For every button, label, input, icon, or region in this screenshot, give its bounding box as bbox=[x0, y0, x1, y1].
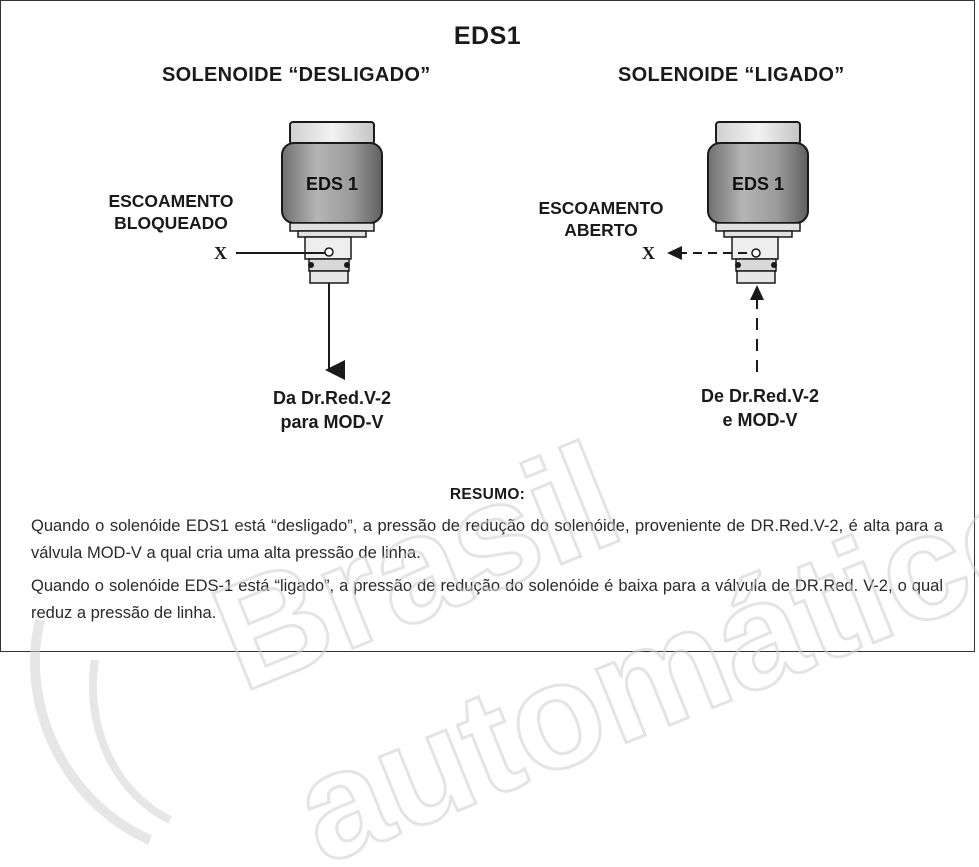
left-port-label: X bbox=[214, 243, 227, 263]
left-solenoid: EDS 1 bbox=[281, 121, 383, 284]
left-callout-line1: ESCOAMENTO bbox=[108, 191, 234, 211]
right-port-label: X bbox=[642, 243, 655, 263]
left-heading: SOLENOIDE “DESLIGADO” bbox=[162, 64, 431, 86]
left-callout-line2: BLOQUEADO bbox=[114, 213, 228, 233]
left-flow-line2: para MOD-V bbox=[280, 412, 384, 432]
right-solenoid: EDS 1 bbox=[707, 121, 809, 284]
left-flow-line1: Da Dr.Red.V-2 bbox=[272, 388, 392, 408]
right-flow-line1: De Dr.Red.V-2 bbox=[700, 386, 820, 406]
summary-paragraph-1: Quando o solenóide EDS1 está “desligado”… bbox=[31, 517, 943, 562]
right-solenoid-label: EDS 1 bbox=[732, 174, 784, 194]
left-solenoid-label: EDS 1 bbox=[306, 174, 358, 194]
left-flow-label: Da Dr.Red.V-2 para MOD-V bbox=[232, 386, 432, 434]
summary-paragraph-2: Quando o solenóide EDS-1 está “ligado”, … bbox=[31, 577, 943, 622]
right-heading: SOLENOIDE “LIGADO” bbox=[618, 64, 845, 86]
right-port-arrowhead bbox=[667, 246, 682, 260]
right-callout-line2: ABERTO bbox=[564, 220, 638, 240]
solenoid-diagram: EDS 1 X EDS 1 X bbox=[214, 121, 809, 380]
diagram-title: EDS1 bbox=[453, 22, 522, 50]
right-flow-label: De Dr.Red.V-2 e MOD-V bbox=[660, 384, 860, 432]
left-callout: ESCOAMENTO BLOQUEADO bbox=[92, 190, 250, 234]
right-flow-line2: e MOD-V bbox=[722, 410, 798, 430]
right-flow-arrowhead bbox=[750, 285, 764, 300]
diagram-frame bbox=[0, 0, 975, 652]
summary-title: RESUMO: bbox=[449, 486, 526, 503]
right-callout: ESCOAMENTO ABERTO bbox=[522, 197, 680, 241]
right-callout-line1: ESCOAMENTO bbox=[538, 198, 664, 218]
